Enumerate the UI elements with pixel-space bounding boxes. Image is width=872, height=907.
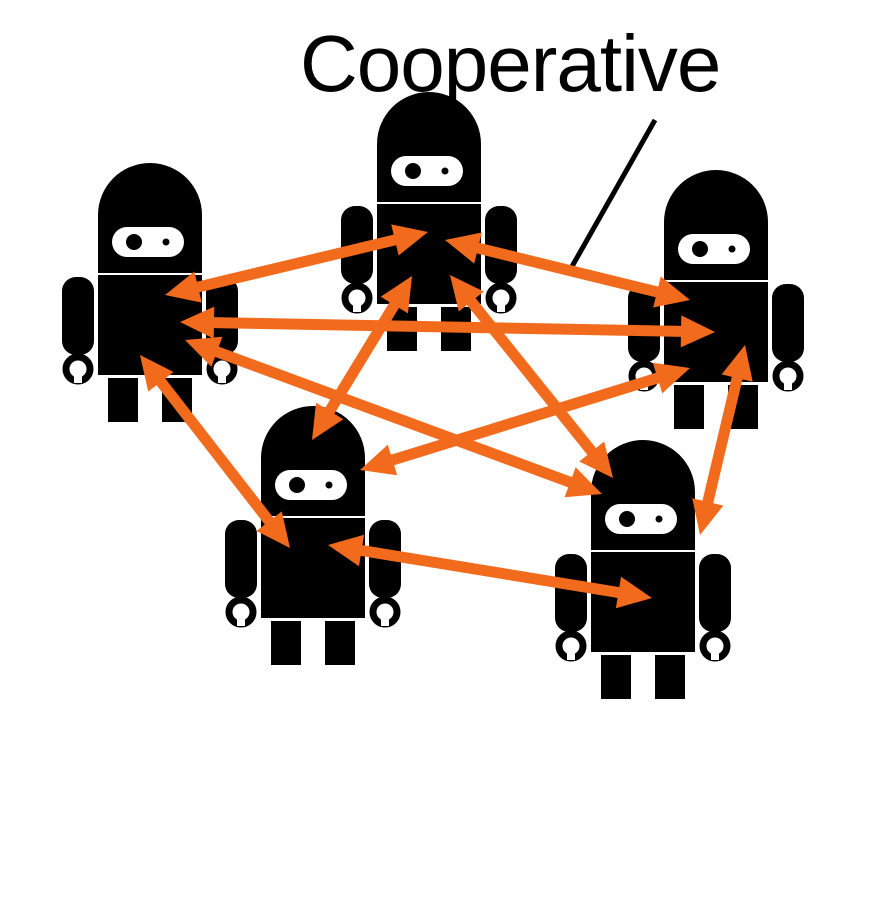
arrow-shaft — [320, 295, 404, 421]
arrowhead — [312, 402, 344, 440]
robot-top — [341, 92, 517, 351]
arrowhead — [445, 232, 482, 264]
arrowhead — [380, 276, 412, 314]
arrowhead — [450, 275, 484, 312]
arrowhead — [721, 345, 753, 382]
arrowhead — [652, 362, 690, 394]
arrowhead — [579, 441, 613, 478]
diagram-label: Cooperative — [300, 19, 721, 108]
communication-links — [140, 224, 753, 609]
label-pointer-line — [567, 118, 658, 272]
arrow-shaft — [189, 232, 404, 295]
arrowhead — [140, 355, 174, 392]
link-robot-right-robot-bottom-right — [692, 345, 753, 535]
arrowhead — [180, 306, 215, 339]
arrowhead — [391, 224, 428, 256]
robot-right — [628, 170, 804, 429]
arrowhead — [653, 276, 690, 308]
arrow-shaft — [151, 372, 279, 531]
link-robot-top-robot-bottom-left — [312, 276, 412, 440]
arrowhead — [615, 576, 652, 609]
arrow-shaft — [468, 240, 667, 300]
arrow-shaft — [461, 291, 602, 462]
arrowhead — [680, 315, 715, 348]
arrowhead — [185, 336, 223, 367]
arrowhead — [256, 511, 290, 548]
arrow-shaft — [205, 316, 690, 338]
arrowhead — [564, 467, 602, 498]
link-robot-bottom-left-robot-bottom-right — [328, 534, 652, 609]
robot-bottom-left — [225, 406, 401, 665]
arrow-shaft — [700, 369, 745, 511]
arrow-shaft — [383, 370, 667, 468]
arrowhead — [165, 271, 202, 303]
link-robot-left-robot-right — [180, 306, 715, 348]
link-robot-left-robot-top — [165, 224, 428, 303]
arrow-shaft — [207, 343, 580, 491]
arrow-shaft — [352, 543, 628, 600]
link-robot-left-robot-bottom-right — [185, 336, 602, 498]
link-robot-left-robot-bottom-left — [140, 355, 290, 548]
link-robot-right-robot-bottom-left — [360, 362, 690, 476]
link-robot-top-robot-bottom-right — [450, 275, 613, 478]
arrowhead — [692, 498, 724, 535]
arrowhead — [328, 534, 365, 567]
arrowhead — [360, 444, 398, 476]
link-robot-top-robot-right — [445, 232, 690, 308]
